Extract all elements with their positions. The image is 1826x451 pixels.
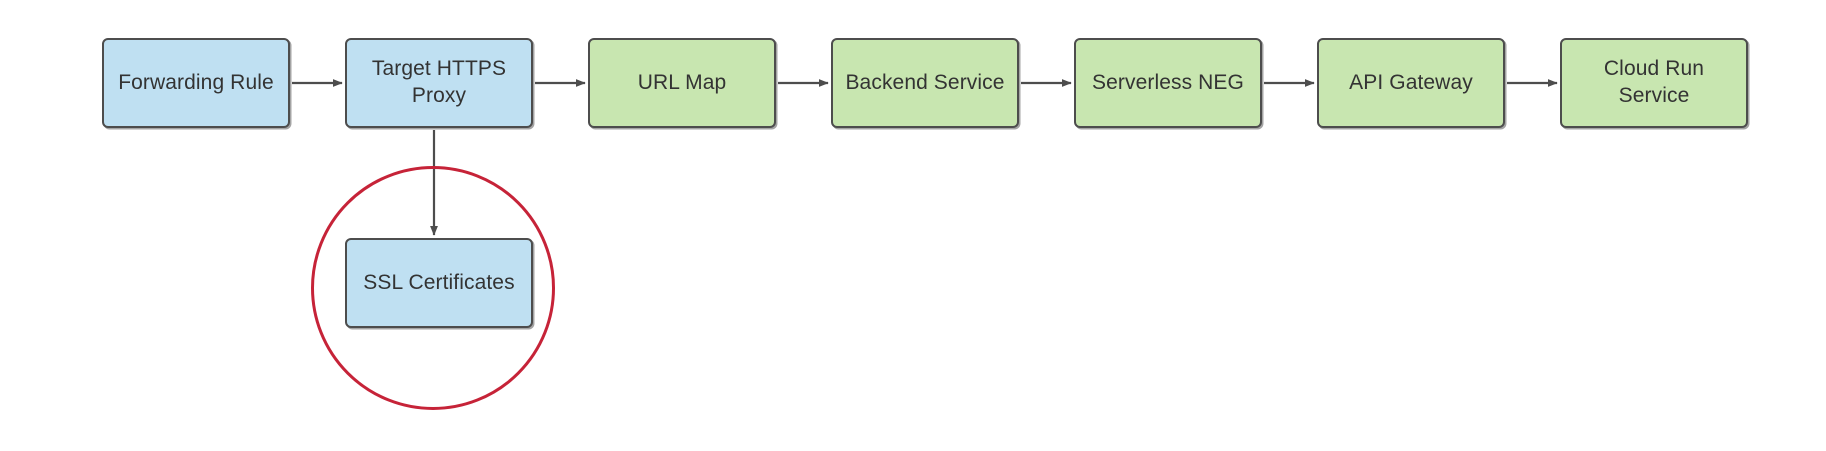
node-api-gateway[interactable]: API Gateway [1317,38,1505,128]
node-label-ssl-certificates: SSL Certificates [363,270,515,294]
node-label-target-https-proxy: Target HTTPS Proxy [371,57,507,107]
node-label-url-map: URL Map [637,70,727,94]
node-url-map[interactable]: URL Map [588,38,776,128]
node-ssl-certificates[interactable]: SSL Certificates [345,238,533,328]
node-label-forwarding-rule: Forwarding Rule [118,70,274,94]
node-cloud-run-service[interactable]: Cloud Run Service [1560,38,1748,128]
node-serverless-neg[interactable]: Serverless NEG [1074,38,1262,128]
node-forwarding-rule[interactable]: Forwarding Rule [102,38,290,128]
node-label-serverless-neg: Serverless NEG [1092,70,1244,94]
node-backend-service[interactable]: Backend Service [831,38,1019,128]
node-label-api-gateway: API Gateway [1349,70,1473,94]
ssl-certificates-highlight-circle [311,166,555,410]
node-label-cloud-run-service: Cloud Run Service [1603,57,1705,107]
node-label-backend-service: Backend Service [845,70,1005,94]
node-target-https-proxy[interactable]: Target HTTPS Proxy [345,38,533,128]
